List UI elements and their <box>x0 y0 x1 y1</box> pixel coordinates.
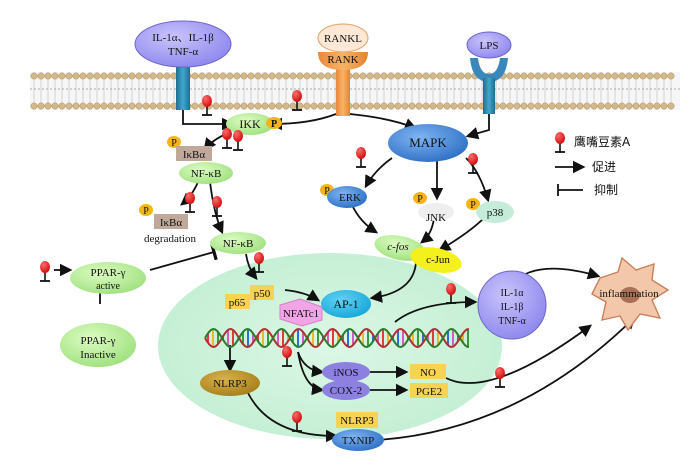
mapk-label: MAPK <box>409 135 447 150</box>
nfkb-free-label: NF-κB <box>223 238 254 250</box>
p38-phospho-label: P <box>470 200 476 211</box>
active-label: active <box>96 281 120 292</box>
ikba-node <box>176 146 212 161</box>
cox2-node <box>322 380 370 400</box>
ikk-phospho-label: P <box>271 119 277 130</box>
ppar-inactive-node <box>60 323 136 367</box>
ikba-degraded-node <box>154 214 188 229</box>
ppar-active-node <box>70 262 146 294</box>
cytokine-il1a-label: IL-1α <box>500 288 524 299</box>
tnf-ligand-label: TNF-α <box>168 46 198 58</box>
inflammation-cell-icon <box>591 256 670 332</box>
p38-phospho-badge <box>466 198 480 210</box>
ppar-active-label: PPAR-γ <box>90 267 125 279</box>
ikba-degraded-label: IκBα <box>160 217 183 229</box>
il-tnf-receptor: IL-1α、IL-1β TNF-α <box>134 20 232 110</box>
ikk-node <box>226 113 274 135</box>
inhibitor-marker-mapk <box>355 146 367 168</box>
mapk-node <box>388 124 468 162</box>
nlrp3-label: NLRP3 <box>213 378 247 390</box>
legend-promote-label: 促进 <box>592 160 616 174</box>
ikk-label: IKK <box>239 117 261 131</box>
p65-node <box>225 294 250 309</box>
cell-membrane <box>30 72 680 110</box>
cytokine-tnfa-label: TNF-α <box>498 316 526 327</box>
ikba-label: IκBα <box>183 149 206 161</box>
inos-node <box>322 362 370 382</box>
erk-phospho-label: P <box>324 186 330 197</box>
cytokine-il1b-label: IL-1β <box>501 302 524 313</box>
cox2-label: COX-2 <box>330 385 362 397</box>
ikk-phospho-badge <box>266 117 282 129</box>
rankl-label: RANKL <box>324 33 362 45</box>
rank-label: RANK <box>327 54 358 66</box>
rank-receptor: RANKL RANK <box>317 23 369 116</box>
nfkb-free-node <box>210 232 266 254</box>
ap1-node <box>321 290 371 318</box>
inhibitor-marker-pge2 <box>494 366 506 388</box>
nfkb-complex-node <box>179 162 233 184</box>
erk-node <box>327 186 367 208</box>
inhibitor-marker-nfkb <box>184 191 196 213</box>
cytokine-output-node <box>477 270 547 340</box>
lps-receptor: LPS <box>466 31 512 114</box>
nlrp3-complex-label: NLRP3 <box>340 415 374 427</box>
legend-inhibit-label: 抑制 <box>594 182 618 197</box>
ppar-inactive-label: PPAR-γ <box>80 335 115 347</box>
il-ligand-label: IL-1α、IL-1β <box>152 32 214 44</box>
jnk-node <box>418 203 454 221</box>
cjun-label: c-Jun <box>426 254 450 266</box>
inhibitor-marker-p38 <box>467 152 479 174</box>
jnk-label: JNK <box>426 212 446 224</box>
nlrp3-complex-node <box>336 412 378 428</box>
txnip-node <box>332 429 384 451</box>
erk-label: ERK <box>339 192 361 204</box>
legend-drug-label: 鹰嘴豆素A <box>574 134 631 149</box>
cjun-node <box>410 247 462 273</box>
inactive-label: Inactive <box>80 349 116 361</box>
ap1-label: AP-1 <box>333 297 358 311</box>
nlrp3-node <box>200 370 260 396</box>
inhibitor-marker-nfkb2 <box>211 195 223 217</box>
jnk-phospho-badge <box>413 192 427 204</box>
p38-node <box>476 201 514 223</box>
pge2-label: PGE2 <box>416 386 442 398</box>
ikba-phospho-label: P <box>171 138 177 149</box>
ikba-phospho-badge <box>167 136 181 148</box>
legend: 鹰嘴豆素A 促进 抑制 <box>554 131 631 197</box>
ikba-deg-phospho-badge <box>139 204 153 216</box>
p50-label: p50 <box>254 288 271 300</box>
cfos-label: c-fos <box>387 241 408 253</box>
inhibitor-marker-il <box>201 94 213 116</box>
legend-drug-icon <box>554 131 566 153</box>
nfkb-complex-label: NF-κB <box>191 168 222 180</box>
pge2-node <box>410 383 448 398</box>
no-node <box>410 364 446 379</box>
p38-label: p38 <box>487 207 504 219</box>
txnip-label: TXNIP <box>342 435 374 447</box>
degradation-label: degradation <box>144 233 196 245</box>
dna-helix <box>204 327 470 349</box>
inhibitor-marker-ikba <box>221 127 233 149</box>
inflammation-label: inflammation <box>599 288 659 300</box>
inhibitor-marker-ppar <box>39 260 51 282</box>
inhibitor-marker-ikk <box>232 129 244 151</box>
nfatc1-label: NFATc1 <box>283 308 319 320</box>
p65-label: p65 <box>229 297 246 309</box>
nfatc1-node <box>279 298 323 327</box>
jnk-phospho-label: P <box>417 194 423 205</box>
lps-label: LPS <box>480 40 499 52</box>
inos-label: iNOS <box>333 367 358 379</box>
no-label: NO <box>420 367 436 379</box>
p50-node <box>250 285 274 300</box>
ikba-deg-phospho-label: P <box>143 206 149 217</box>
